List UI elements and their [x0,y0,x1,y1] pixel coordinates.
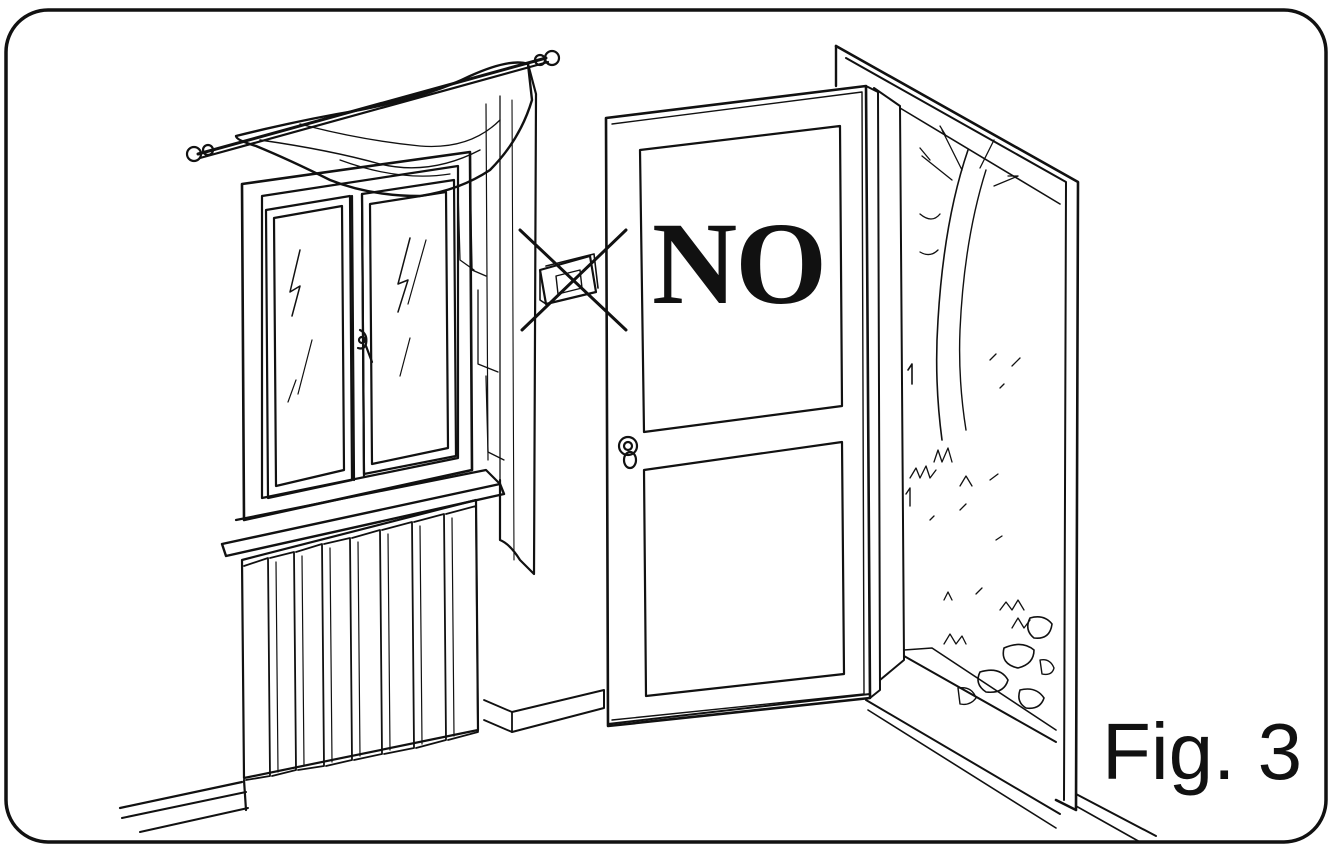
figure-caption: Fig. 3 [1102,712,1302,792]
door-knob-icon [619,437,637,468]
room-outline [120,690,1156,842]
window-handle-icon [358,330,372,362]
radiator [242,500,478,780]
door [606,86,880,726]
warning-label: NO [652,205,825,323]
window [222,152,504,556]
outdoor-scene [910,126,1054,708]
